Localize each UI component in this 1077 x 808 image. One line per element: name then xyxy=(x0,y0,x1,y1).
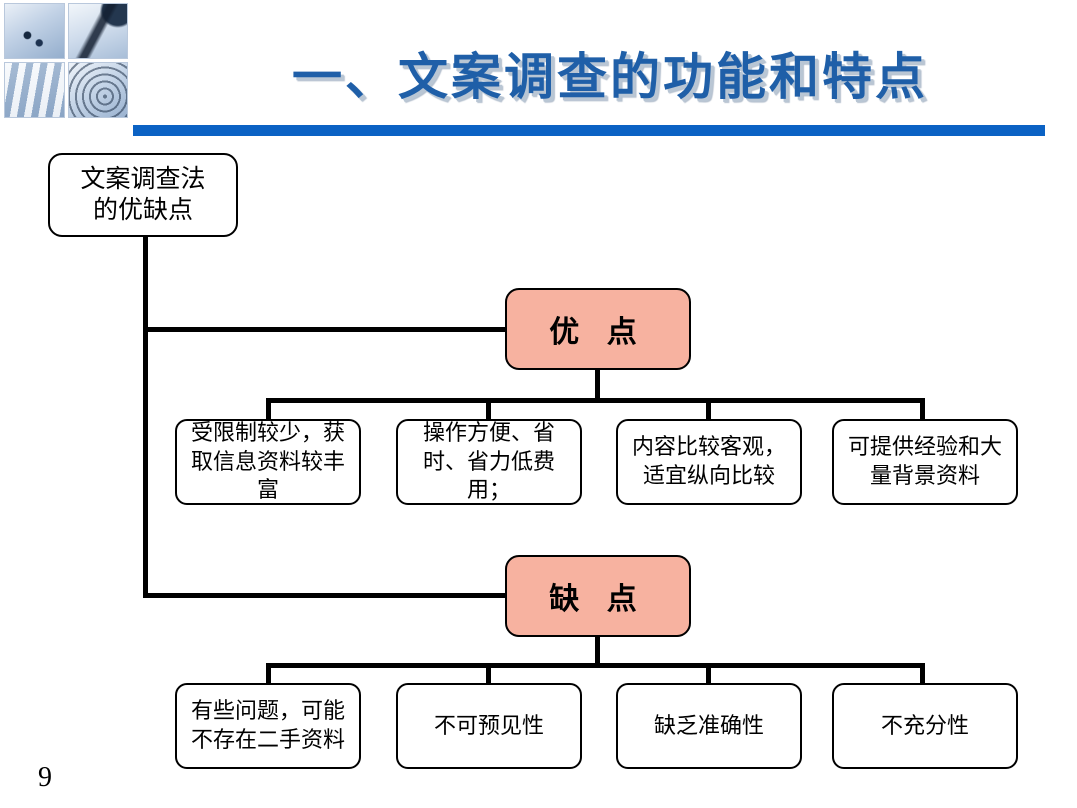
pros-leaf-3[interactable]: 内容比较客观，适宜纵向比较 xyxy=(616,419,802,505)
branch-line-to-cons xyxy=(143,593,509,598)
cons-leaf-4-label: 不充分性 xyxy=(880,712,969,738)
pros-stub-1 xyxy=(266,398,271,421)
pros-leaf-2-label: 操作方便、省时、省力低费用； xyxy=(422,420,555,503)
root-node-label-line-2: 的优缺点 xyxy=(92,197,193,224)
root-node-label-line-1: 文案调查法 xyxy=(80,165,206,193)
cons-drop-line xyxy=(595,635,600,668)
pros-leaf-4[interactable]: 可提供经验和大量背景资料 xyxy=(832,419,1018,505)
slide-header: 一、文案调查的功能和特点 xyxy=(0,0,1077,140)
cons-leaf-3-label: 缺乏准确性 xyxy=(653,712,764,738)
pros-drop-line xyxy=(595,368,600,402)
pen-inkwell-photo xyxy=(67,3,128,59)
cons-distributor-bar xyxy=(266,663,925,668)
compass-drafting-photo xyxy=(67,62,128,118)
cons-node-label: 缺 点 xyxy=(549,583,647,616)
pros-node-label: 优 点 xyxy=(549,316,647,349)
pros-node[interactable]: 优 点 xyxy=(505,288,691,370)
pros-stub-2 xyxy=(486,398,491,421)
title-underline xyxy=(133,125,1045,136)
cons-node[interactable]: 缺 点 xyxy=(505,555,691,637)
pros-leaf-1[interactable]: 受限制较少，获取信息资料较丰富 xyxy=(175,419,361,505)
trunk-vertical-line xyxy=(143,237,148,598)
pros-leaf-2[interactable]: 操作方便、省时、省力低费用； xyxy=(396,419,582,505)
cons-leaf-3[interactable]: 缺乏准确性 xyxy=(616,683,802,769)
cons-leaf-1-label: 有些问题，可能不存在二手资料 xyxy=(190,698,345,752)
page-title: 一、文案调查的功能和特点 xyxy=(292,49,928,105)
branch-line-to-pros xyxy=(143,327,509,332)
pros-leaf-3-label: 内容比较客观，适宜纵向比较 xyxy=(631,434,786,488)
cons-stub-1 xyxy=(266,663,271,686)
calipers-blueprint-photo xyxy=(4,3,65,59)
pros-stub-4 xyxy=(920,398,925,421)
cons-leaf-1[interactable]: 有些问题，可能不存在二手资料 xyxy=(175,683,361,769)
header-image-grid xyxy=(4,3,128,118)
pros-leaf-1-label: 受限制较少，获取信息资料较丰富 xyxy=(190,420,345,503)
bar-chart-blueprint-photo xyxy=(4,62,65,118)
cons-stub-4 xyxy=(920,663,925,686)
pros-distributor-bar xyxy=(266,398,925,403)
cons-stub-3 xyxy=(706,663,711,686)
pros-stub-3 xyxy=(706,398,711,421)
cons-leaf-2-label: 不可预见性 xyxy=(433,712,544,738)
cons-leaf-2[interactable]: 不可预见性 xyxy=(396,683,582,769)
cons-stub-2 xyxy=(486,663,491,686)
page-number: 9 xyxy=(38,762,52,793)
cons-leaf-4[interactable]: 不充分性 xyxy=(832,683,1018,769)
pros-leaf-4-label: 可提供经验和大量背景资料 xyxy=(847,434,1002,488)
root-node[interactable]: 文案调查法 的优缺点 xyxy=(48,153,238,237)
